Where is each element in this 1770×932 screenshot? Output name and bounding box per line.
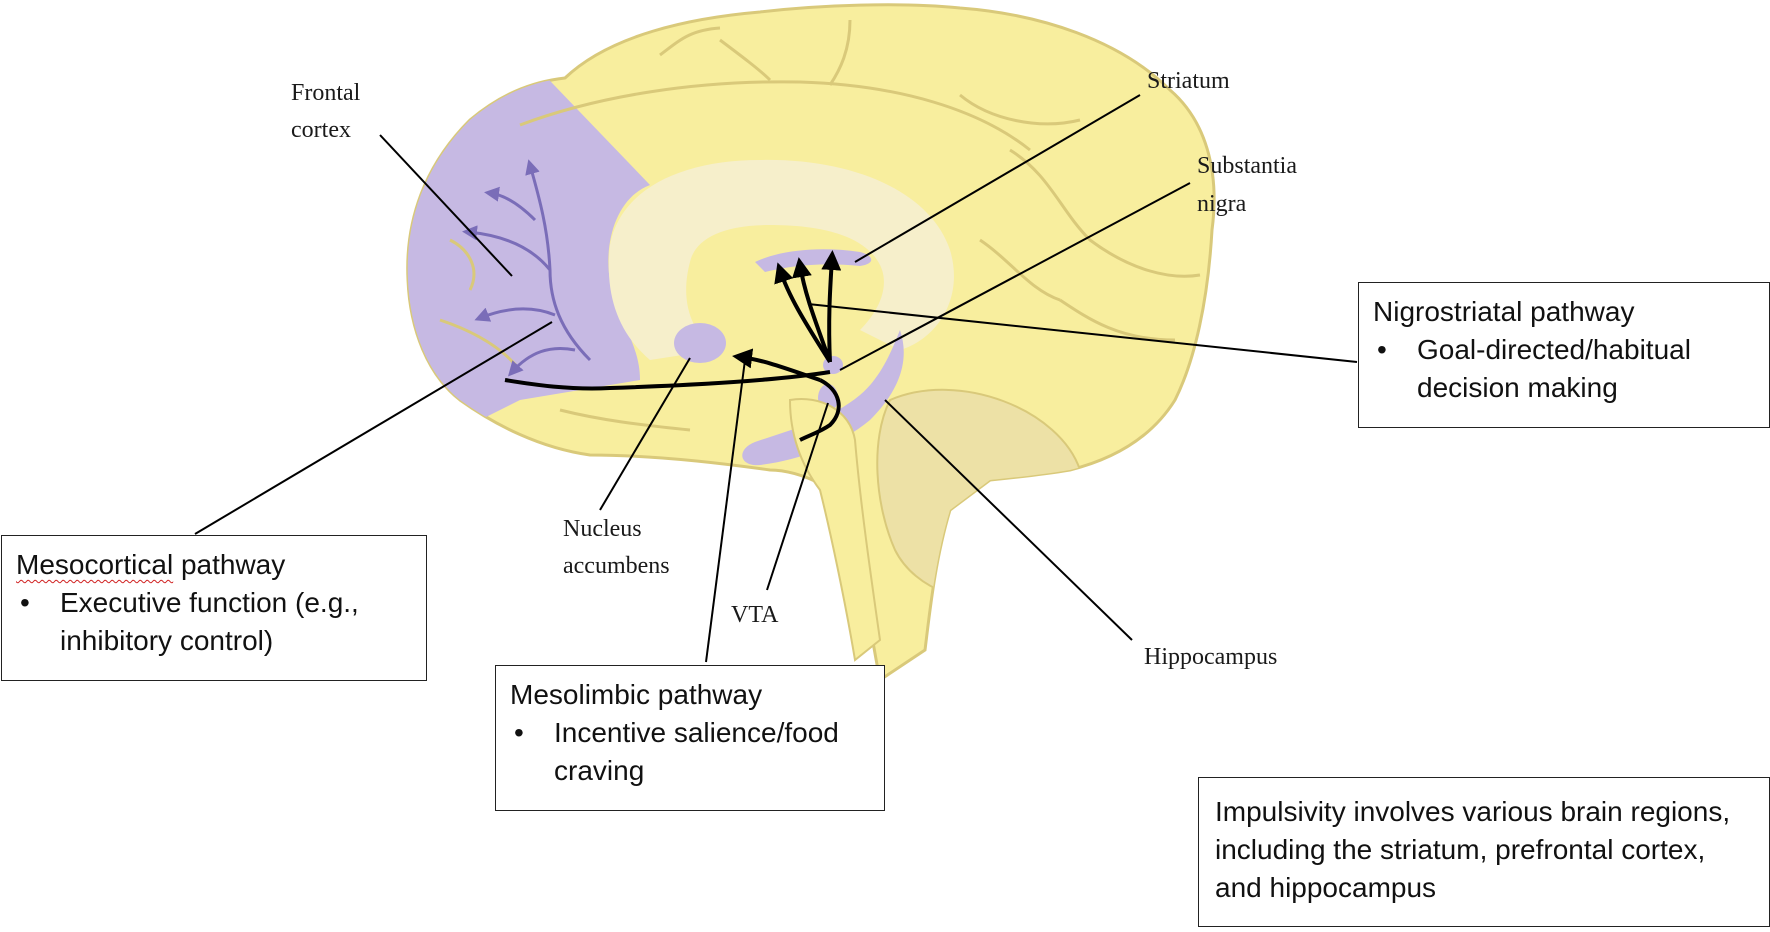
- label-nucleus-line2: accumbens: [563, 553, 670, 579]
- nigrostriatal-title: Nigrostriatal pathway: [1373, 296, 1635, 327]
- label-vta: VTA: [731, 602, 779, 628]
- limbic-pale-band: [608, 159, 954, 360]
- mesocortical-title: Mesocortical pathway: [16, 546, 412, 584]
- mesocortical-box: Mesocortical pathway • Executive function…: [1, 535, 427, 681]
- label-nucleus-line1: Nucleus: [563, 516, 642, 542]
- nigrostriatal-item-text: Goal-directed/habitual decision making: [1417, 334, 1691, 404]
- label-hippocampus: Hippocampus: [1144, 644, 1277, 670]
- bullet-icon: •: [1377, 334, 1387, 366]
- mesocortical-arrows: [462, 159, 592, 377]
- summary-text: Impulsivity involves various brain regio…: [1215, 796, 1731, 904]
- nigrostriatal-box: Nigrostriatal pathway • Goal-directed/hab…: [1358, 282, 1770, 428]
- label-substantia-line2: nigra: [1197, 191, 1247, 217]
- label-substantia-line1: Substantia: [1197, 153, 1297, 179]
- mesocortical-title-underlined: Mesocortical: [16, 549, 174, 580]
- frontal-cortex-region: [407, 60, 650, 470]
- mesocortical-item-text: Executive function (e.g., inhibitory con…: [60, 587, 359, 657]
- bullet-icon: •: [20, 587, 30, 619]
- nigrostriatal-bullet-item: • Goal-directed/habitual decision making: [1373, 331, 1755, 407]
- label-striatum: Striatum: [1147, 68, 1230, 94]
- mesolimbic-title: Mesolimbic pathway: [510, 679, 763, 710]
- mesolimbic-item-text: Incentive salience/food craving: [554, 717, 839, 787]
- brainstem: [788, 398, 882, 662]
- leader-lines: [194, 94, 1358, 663]
- mesolimbic-box: Mesolimbic pathway • Incentive salience/f…: [495, 665, 885, 811]
- mesolimbic-bullet-item: • Incentive salience/food craving: [510, 714, 870, 790]
- summary-box: Impulsivity involves various brain regio…: [1198, 777, 1770, 927]
- label-frontal-line1: Frontal: [291, 80, 361, 106]
- bullet-icon: •: [514, 717, 524, 749]
- nucleus-accumbens-region: [674, 323, 726, 363]
- mesocortical-bullet-item: • Executive function (e.g., inhibitory co…: [16, 584, 412, 660]
- label-frontal-line2: cortex: [291, 117, 351, 143]
- mesocortical-title-rest: pathway: [173, 549, 286, 580]
